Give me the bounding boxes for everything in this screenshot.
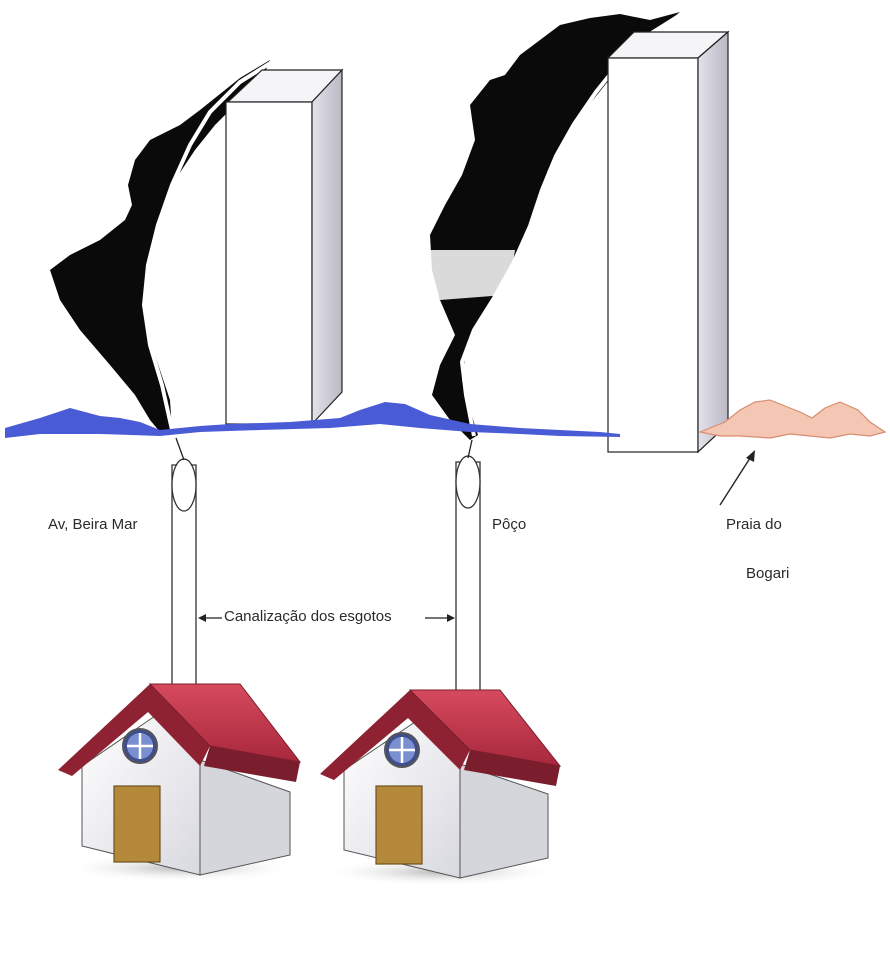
arrow-icon: [746, 450, 755, 462]
left-house-wall-side: [199, 759, 291, 876]
right-building-side: [697, 30, 729, 454]
beach-arrow-line: [719, 454, 753, 506]
label-poco: Pôço: [492, 516, 527, 533]
arrow-icon: [447, 614, 455, 622]
left-house-roof-edge: [204, 746, 300, 782]
left-building-side: [311, 68, 343, 426]
left-rock-edge: [141, 60, 274, 431]
door-icon: [113, 785, 161, 863]
label-bogari: Bogari: [746, 565, 790, 582]
middle-rock-band: [430, 250, 515, 300]
window-icon: [122, 728, 158, 764]
left-house-icon: [58, 683, 302, 882]
right-house-icon: [320, 689, 562, 886]
right-building-front: [607, 57, 699, 453]
middle-rock: [430, 12, 680, 440]
right-house-roof-edge: [464, 750, 560, 786]
label-praia-do: Praia do: [726, 516, 782, 533]
water-band: [5, 402, 620, 438]
left-rock: [50, 60, 270, 432]
left-pipe-connector: [175, 437, 185, 461]
arrow-icon: [198, 614, 206, 622]
middle-pipe-opening: [455, 455, 481, 509]
label-canalizacao: Canalização dos esgotos: [224, 608, 392, 625]
right-house-wall-side: [459, 763, 549, 879]
sand-beach: [697, 399, 887, 439]
window-icon: [384, 732, 420, 768]
left-pipe-opening: [171, 458, 197, 512]
left-building-front: [225, 101, 313, 425]
door-icon: [375, 785, 423, 865]
label-av-beira-mar: Av, Beira Mar: [48, 516, 138, 533]
middle-pipe-connector: [467, 439, 473, 459]
